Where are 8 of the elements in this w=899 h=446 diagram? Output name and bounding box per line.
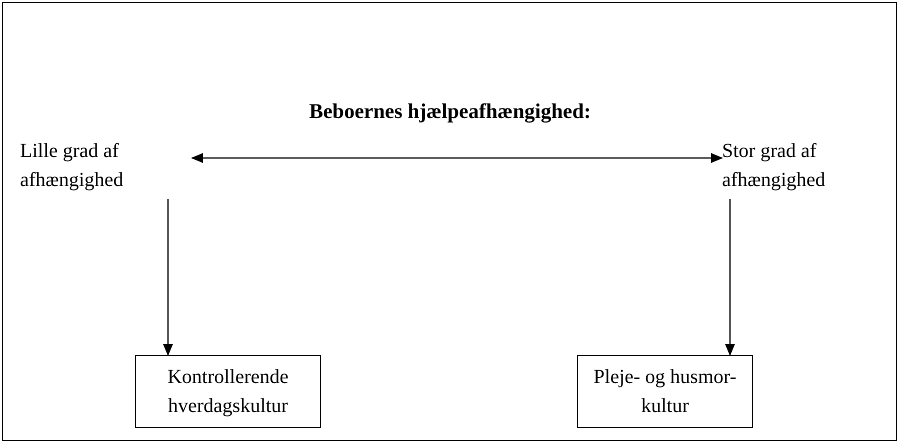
dependency-label: Stor grad af afhængighed (722, 133, 882, 199)
arrow (163, 199, 173, 356)
arrow (725, 199, 735, 356)
culture-box: Kontrollerende hverdagskultur (135, 355, 321, 428)
arrow (191, 153, 723, 163)
culture-box: Pleje- og husmor-kultur (577, 355, 753, 428)
title: Beboernes hjælpeafhængighed: (308, 98, 592, 125)
dependency-label: Lille grad af afhængighed (20, 133, 182, 199)
